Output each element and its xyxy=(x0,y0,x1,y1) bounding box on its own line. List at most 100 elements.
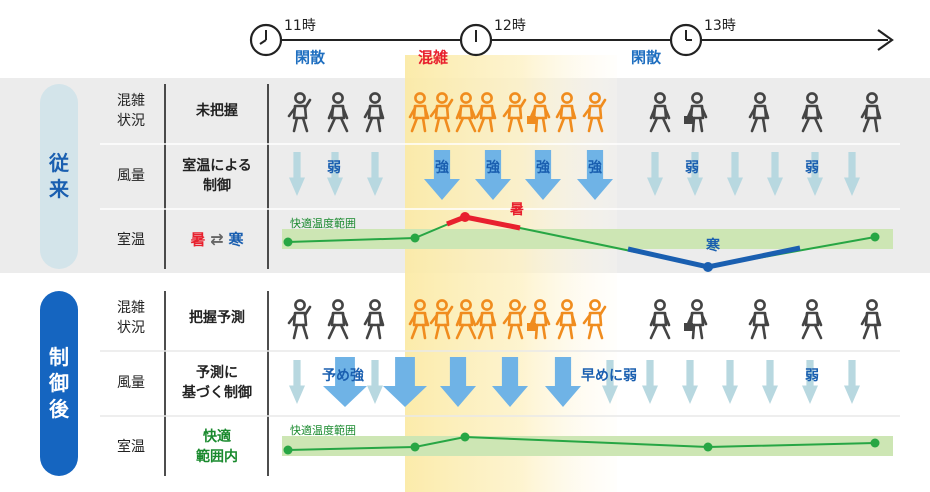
crowd-person-icon xyxy=(408,92,430,133)
section-title: 従来 xyxy=(48,151,70,201)
down-arrow-icon xyxy=(367,360,383,404)
crowd-person-icon xyxy=(455,92,477,133)
person-icon xyxy=(649,92,671,133)
row-label: 室温 xyxy=(117,231,145,248)
bag-icon xyxy=(684,116,693,124)
person-icon xyxy=(649,299,671,340)
person-icon xyxy=(327,299,349,340)
cold-point xyxy=(703,262,713,272)
clock-icon xyxy=(249,23,283,57)
person-icon xyxy=(860,92,882,133)
down-arrow-icon xyxy=(762,360,778,404)
person-icon xyxy=(287,92,312,133)
temperature-point xyxy=(283,237,293,247)
down-arrow-icon xyxy=(722,360,738,404)
wind-label: 強 xyxy=(588,159,602,176)
wind-label: 強 xyxy=(536,159,550,176)
wind-label: 早めに弱 xyxy=(581,368,637,384)
down-arrow-icon xyxy=(802,360,818,404)
person-icon xyxy=(363,299,385,340)
method-text: 未把握 xyxy=(196,102,238,119)
person-with-bag-icon xyxy=(684,299,708,340)
row-label: 状況 xyxy=(117,320,145,336)
strong-down-arrow-icon xyxy=(475,150,511,200)
method-text: 範囲内 xyxy=(196,448,238,465)
wind-label: 弱 xyxy=(327,160,341,176)
temperature-point xyxy=(870,232,880,242)
temperature-point xyxy=(460,432,470,442)
section-title-badge xyxy=(40,84,78,269)
temperature-point xyxy=(410,233,420,243)
row-label: 混雑 xyxy=(117,93,145,109)
comfort-range-label: 快適温度範囲 xyxy=(290,423,356,437)
crowd-person-icon xyxy=(502,299,527,340)
crowd-person-icon xyxy=(408,299,430,340)
comfort-range-band xyxy=(282,436,893,456)
down-arrow-icon xyxy=(727,152,743,196)
comfort-range-label: 快適温度範囲 xyxy=(290,216,356,230)
wind-label: 予め強 xyxy=(322,367,364,384)
crowd-person-icon xyxy=(455,299,477,340)
person-icon xyxy=(748,92,770,133)
down-arrow-icon xyxy=(367,152,383,196)
strong-down-arrow-icon xyxy=(440,357,476,407)
method-text: 制御 xyxy=(203,177,231,194)
strong-down-arrow-icon xyxy=(492,357,528,407)
period-label: 閑散 xyxy=(631,49,662,67)
row-label: 風量 xyxy=(117,168,145,184)
person-with-bag-icon xyxy=(684,92,708,133)
down-arrow-icon xyxy=(327,152,343,196)
temperature-point xyxy=(870,438,880,448)
time-label: 11時 xyxy=(284,18,316,34)
crowd-person-icon xyxy=(582,299,607,340)
hot-label: 暑 xyxy=(510,202,524,218)
person-icon xyxy=(801,92,823,133)
temperature-point xyxy=(410,442,420,452)
down-arrow-icon xyxy=(682,360,698,404)
temperature-point xyxy=(703,442,713,452)
wind-label: 弱 xyxy=(685,160,699,176)
crowd-person-icon xyxy=(475,299,497,340)
section-title-badge xyxy=(40,291,78,476)
down-arrow-icon xyxy=(687,152,703,196)
down-arrow-icon xyxy=(767,152,783,196)
person-icon xyxy=(801,299,823,340)
row-label: 状況 xyxy=(117,113,145,129)
cold-label: 寒 xyxy=(706,237,721,254)
down-arrow-icon xyxy=(289,152,305,196)
method-text: 把握予測 xyxy=(189,309,245,326)
time-label: 13時 xyxy=(704,18,736,34)
temperature-point xyxy=(283,445,293,455)
person-icon xyxy=(860,299,882,340)
row-label: 室温 xyxy=(117,438,145,455)
down-arrow-icon xyxy=(602,360,618,404)
method-part: ⇄ xyxy=(210,230,223,249)
crowd-person-icon xyxy=(475,92,497,133)
wind-label: 弱 xyxy=(805,368,819,384)
crowd-person-icon xyxy=(527,299,551,340)
down-arrow-icon xyxy=(289,360,305,404)
time-label: 12時 xyxy=(494,18,526,34)
comfort-range-band xyxy=(282,229,893,249)
person-icon xyxy=(748,299,770,340)
period-label: 閑散 xyxy=(295,49,326,67)
bag-icon xyxy=(527,323,536,331)
strong-down-arrow-icon xyxy=(323,357,367,407)
method-text: 基づく制御 xyxy=(182,384,252,401)
crowd-person-icon xyxy=(502,92,527,133)
person-icon xyxy=(363,92,385,133)
section-title: 制御後 xyxy=(48,345,70,421)
down-arrow-icon xyxy=(844,360,860,404)
method-text: 快適 xyxy=(203,428,231,445)
method-part: 暑 xyxy=(190,231,205,249)
strong-down-arrow-icon xyxy=(577,150,613,200)
down-arrow-icon xyxy=(807,152,823,196)
wind-label: 弱 xyxy=(805,160,819,176)
crowd-person-icon xyxy=(582,92,607,133)
down-arrow-icon xyxy=(647,152,663,196)
clock-icon xyxy=(669,23,703,57)
wind-label: 強 xyxy=(435,159,449,176)
person-icon xyxy=(287,299,312,340)
